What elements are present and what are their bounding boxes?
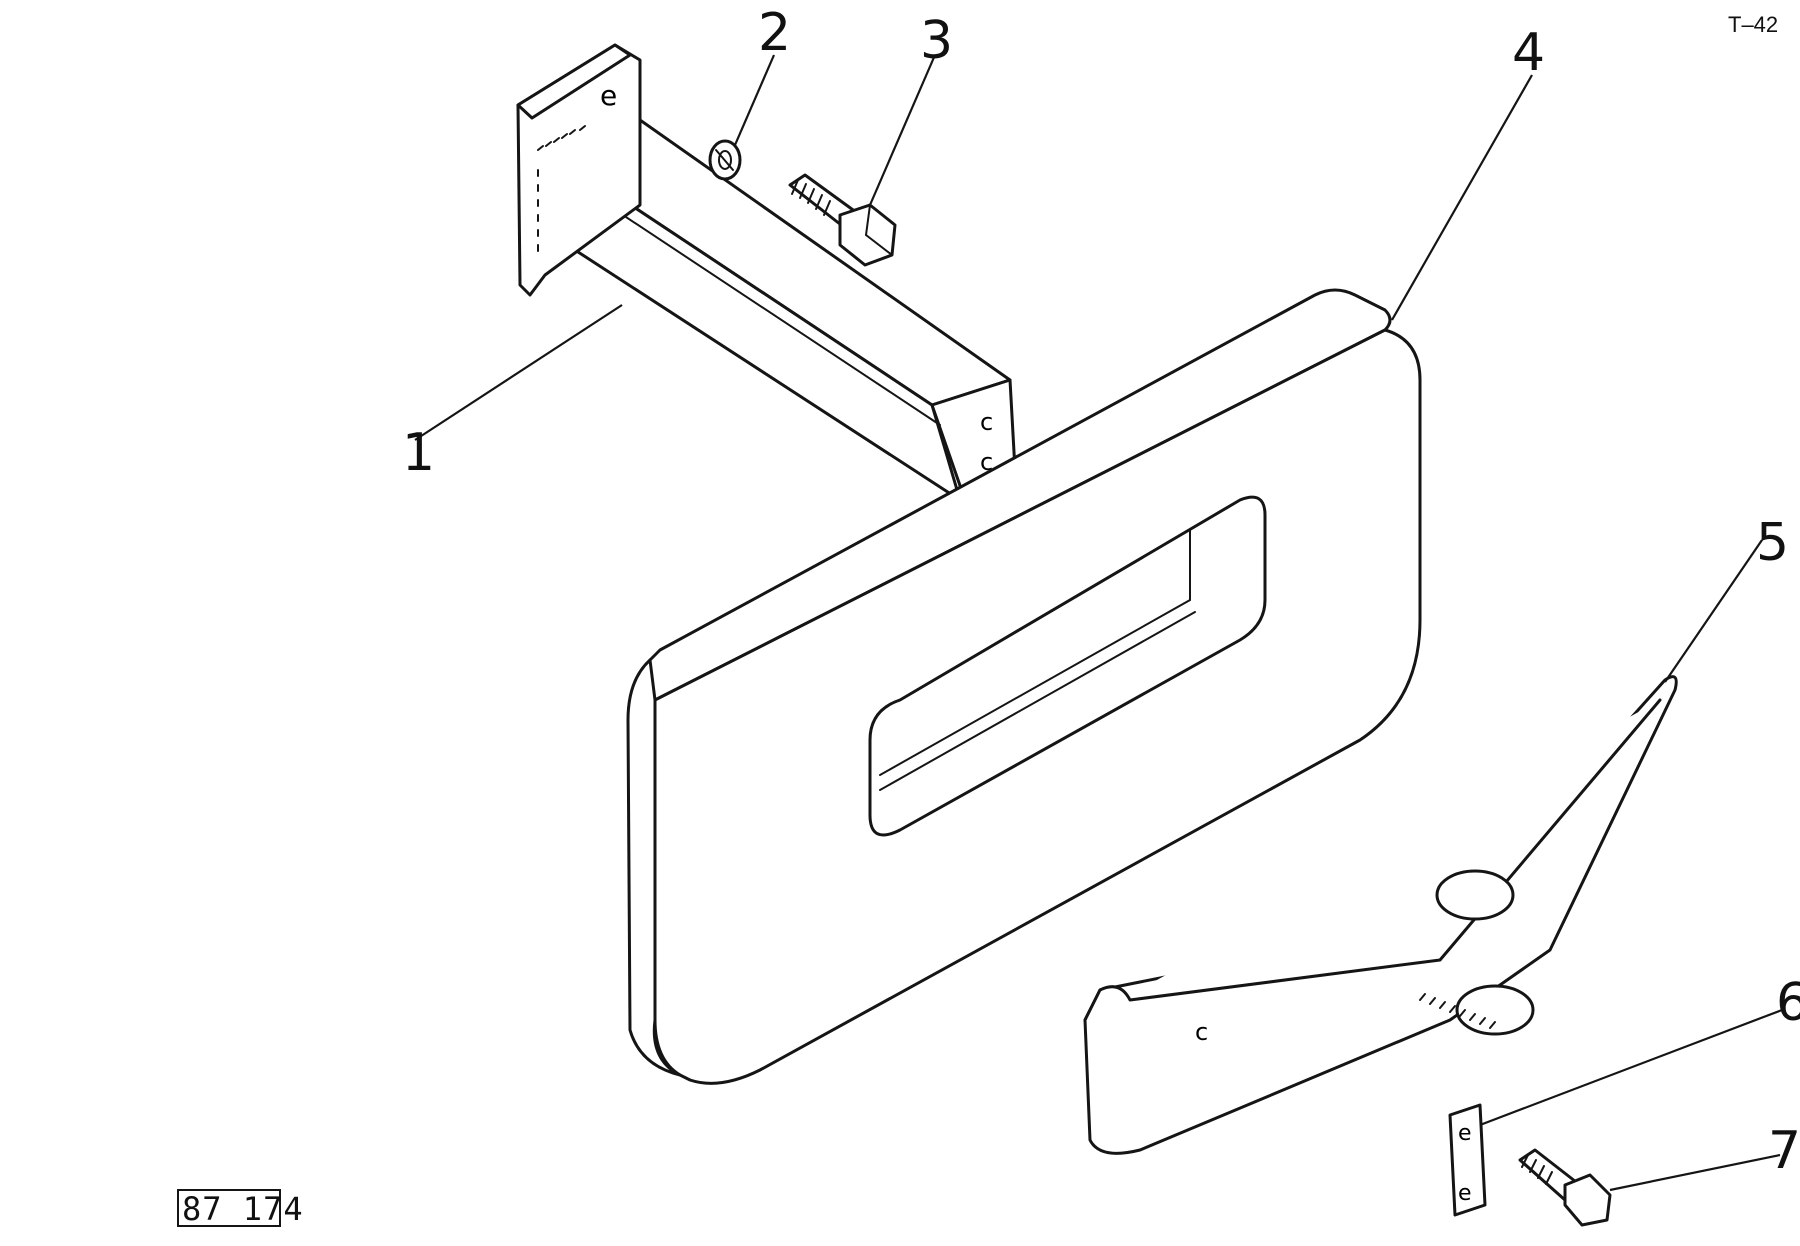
part-4-counterweight (626, 288, 1422, 1085)
part-2-lock-washer (708, 139, 742, 181)
part-6-plate: e e (1448, 1103, 1487, 1217)
svg-text:c: c (980, 408, 993, 436)
leader-6 (1479, 1008, 1783, 1127)
callout-1: 1 (402, 423, 435, 483)
callout-7: 7 (1768, 1121, 1800, 1181)
leader-4 (1391, 74, 1533, 321)
leader-7 (1609, 1153, 1781, 1192)
leader-3 (868, 54, 937, 206)
svg-text:c: c (1195, 1018, 1208, 1046)
callout-3: 3 (920, 11, 953, 71)
part-1-mounting-bracket: c c e (516, 43, 1017, 502)
leader-2 (733, 54, 776, 146)
part-7-hex-bolt (1518, 1148, 1612, 1227)
svg-text:c: c (980, 448, 993, 476)
svg-text:e: e (1458, 1121, 1472, 1146)
svg-text:e: e (600, 79, 617, 112)
svg-text:e: e (1458, 1181, 1472, 1206)
sheet-reference: T–42 (1728, 12, 1778, 37)
drawing-id: 87 174 (182, 1190, 304, 1228)
drawing-id-box: 87 174 (177, 1189, 304, 1228)
callout-5: 5 (1756, 513, 1789, 573)
callout-4: 4 (1512, 23, 1545, 83)
leader-1 (414, 304, 623, 441)
leader-5 (1664, 539, 1763, 683)
callout-2: 2 (758, 3, 791, 63)
callout-6: 6 (1776, 973, 1800, 1033)
part-3-hex-bolt (788, 173, 897, 267)
